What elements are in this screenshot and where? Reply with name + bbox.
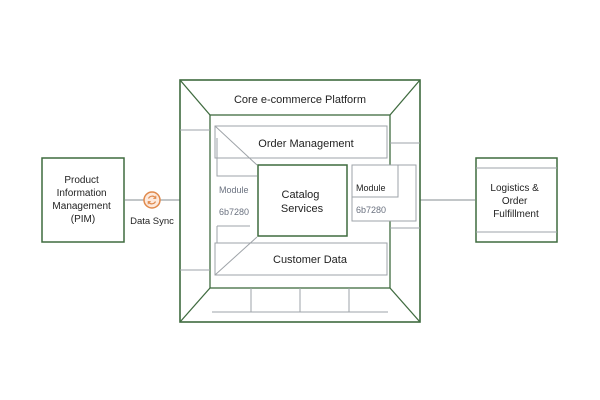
pim-line: Product	[64, 175, 99, 186]
sync-icon	[143, 191, 161, 209]
module-right	[351, 164, 417, 222]
customer-data-label: Customer Data	[273, 254, 348, 266]
logistics-line: Logistics &	[490, 183, 539, 194]
pim-line: Information	[57, 188, 107, 199]
catalog-line: Services	[281, 203, 324, 215]
module-left-code: 6b7280	[219, 207, 249, 217]
module-left-title: Module	[219, 185, 249, 195]
catalog-line: Catalog	[282, 189, 320, 201]
module-right-code: 6b7280	[356, 205, 386, 215]
platform-title: Core e-commerce Platform	[234, 94, 366, 106]
pim-line: (PIM)	[71, 214, 95, 225]
svg-text:Catalog Services: Catalog Services	[281, 189, 324, 215]
svg-text:Logistics & Order: Logistics & Order Fulfillment	[490, 183, 541, 220]
pim-box: Product Information Management (PIM)	[41, 157, 125, 243]
pim-line: Management	[52, 201, 111, 212]
right-side-panels	[390, 142, 420, 229]
logistics-box: Logistics & Order Fulfillment	[475, 157, 558, 243]
left-side-panels	[180, 129, 210, 271]
order-management-box	[214, 125, 388, 166]
module-left	[216, 138, 257, 177]
order-management-label: Order Management	[258, 138, 353, 150]
bottom-border-cells	[212, 288, 388, 313]
logistics-line: Fulfillment	[493, 209, 539, 220]
svg-text:Product Information: Product Information Management (PIM)	[52, 175, 113, 225]
module-right-title: Module	[356, 183, 386, 193]
catalog-services-box: Catalog Services	[257, 164, 348, 237]
logistics-line: Order	[502, 196, 528, 207]
sync-label: Data Sync	[130, 216, 174, 227]
customer-data-box	[214, 225, 388, 276]
